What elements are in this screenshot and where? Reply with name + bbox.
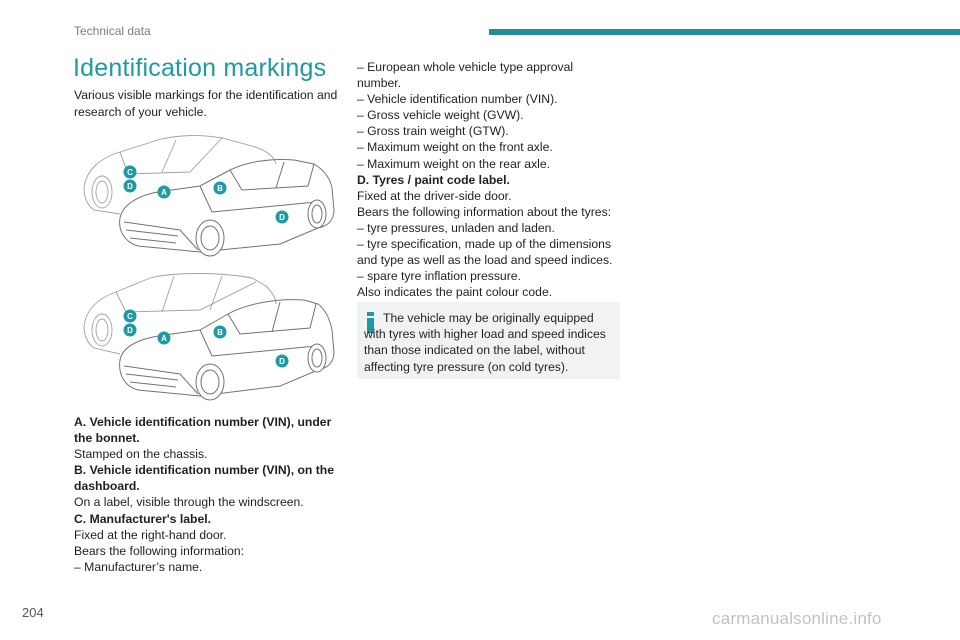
badge-a: A [157, 185, 171, 199]
text-line: dashboard. [74, 479, 140, 494]
text-line: – Manufacturer’s name. [74, 559, 203, 574]
text-line: – tyre pressures, unladen and laden. [357, 220, 555, 235]
svg-text:D: D [279, 357, 285, 366]
text-line: Bears the following information about th… [357, 204, 612, 219]
text-line: Fixed at the right-hand door. [74, 527, 227, 542]
section-header: Technical data [74, 24, 151, 38]
text-line: – tyre specification, made up of the dim… [357, 237, 612, 252]
badge-b: B [213, 325, 227, 339]
text-line: and type as well as the load and speed i… [357, 253, 613, 268]
text-line: – Vehicle identification number (VIN). [357, 92, 558, 107]
svg-text:D: D [127, 326, 133, 335]
text-line: – spare tyre inflation pressure. [357, 269, 521, 284]
text-line: On a label, visible through the windscre… [74, 495, 304, 510]
text-line: Also indicates the paint colour code. [357, 285, 553, 300]
text-line: C. Manufacturer's label. [74, 511, 211, 526]
intro-paragraph: Various visible markings for the identif… [74, 88, 338, 119]
text-line: – Gross vehicle weight (GVW). [357, 108, 524, 123]
text-line: Bears the following information: [74, 543, 245, 558]
right-column-text: – European whole vehicle type approval n… [357, 59, 627, 300]
svg-text:D: D [127, 182, 133, 191]
info-icon [367, 312, 374, 333]
estate-car-illustration: C D A B D [83, 273, 335, 401]
svg-text:C: C [127, 168, 133, 177]
badge-d-front: D [275, 354, 289, 368]
info-note-box: The vehicle may be originally equipped w… [357, 302, 620, 379]
text-line: D. Tyres / paint code label. [357, 172, 510, 187]
text-line: B. Vehicle identification number (VIN), … [74, 463, 335, 478]
rear-car-outline [83, 273, 277, 355]
svg-text:C: C [127, 312, 133, 321]
badge-c: C [123, 309, 137, 323]
text-line: – European whole vehicle type approval [357, 60, 574, 74]
text-line: number. [357, 76, 402, 91]
svg-text:D: D [279, 213, 285, 222]
badge-b: B [213, 181, 227, 195]
svg-text:A: A [161, 188, 167, 197]
location-badges: C D A B D [123, 165, 289, 224]
front-car-wheels [195, 199, 327, 257]
svg-text:B: B [217, 184, 223, 193]
text-line: – Maximum weight on the front axle. [357, 140, 553, 155]
badge-a: A [157, 331, 171, 345]
front-car-wheels [195, 343, 327, 401]
page-title: Identification markings [73, 54, 327, 82]
svg-text:A: A [161, 334, 167, 343]
front-car-outline [119, 299, 335, 397]
page-number: 204 [22, 605, 44, 620]
badge-d-rear: D [123, 179, 137, 193]
text-line: Stamped on the chassis. [74, 447, 208, 462]
text-line: – Maximum weight on the rear axle. [357, 156, 551, 171]
text-line: – Gross train weight (GTW). [357, 124, 509, 139]
watermark: carmanualsonline.info [712, 609, 882, 628]
info-note-text: The vehicle may be originally equipped w… [364, 311, 606, 374]
left-column-text: A. Vehicle identification number (VIN), … [74, 414, 349, 575]
badge-c: C [123, 165, 137, 179]
text-line: A. Vehicle identification number (VIN), … [74, 415, 332, 429]
header-accent-bar [489, 29, 960, 35]
saloon-car-illustration: C D A B D [83, 135, 335, 257]
text-line: Fixed at the driver-side door. [357, 188, 512, 203]
text-line: the bonnet. [74, 431, 140, 446]
location-badges: C D A B D [123, 309, 289, 368]
svg-text:B: B [217, 328, 223, 337]
rear-car-outline [83, 135, 277, 215]
badge-d-rear: D [123, 323, 137, 337]
badge-d-front: D [275, 210, 289, 224]
front-car-outline [119, 159, 335, 253]
